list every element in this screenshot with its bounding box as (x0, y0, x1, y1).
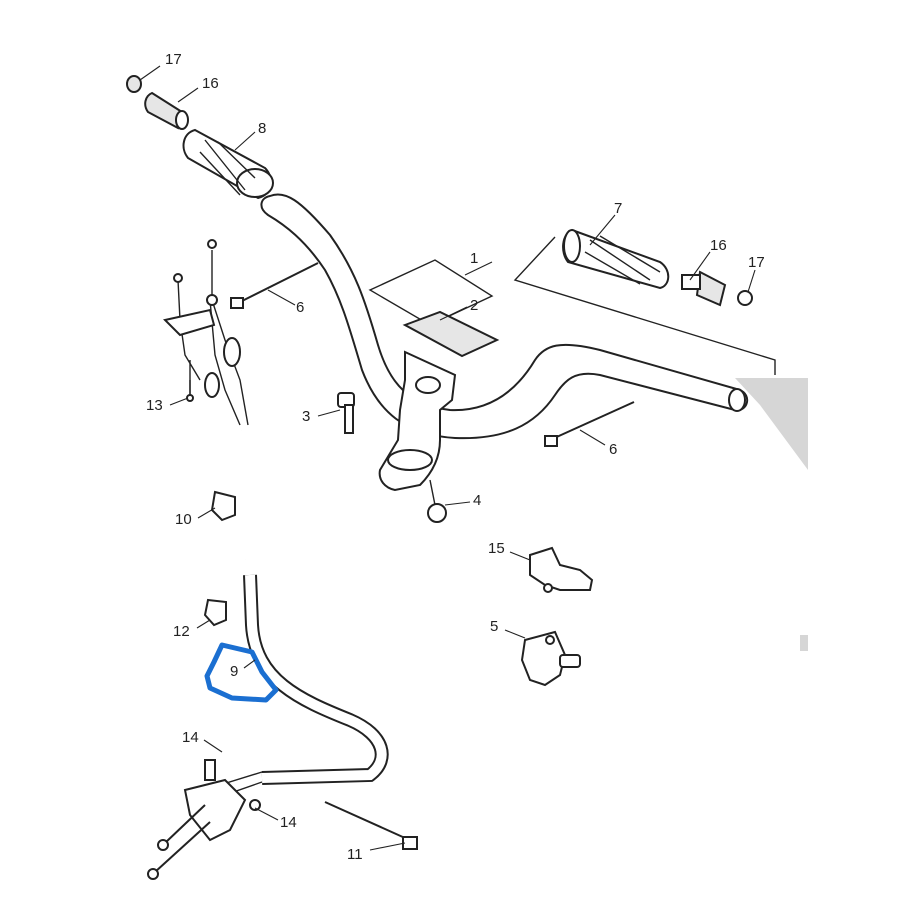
cable-clamp-12 (203, 598, 227, 627)
callout-17-left: 17 (165, 51, 182, 68)
left-end-cap (126, 75, 142, 93)
callout-10: 10 (175, 511, 192, 528)
callout-4: 4 (473, 492, 481, 509)
grey-edge-mark (800, 635, 808, 651)
callout-15: 15 (488, 540, 505, 557)
part-2-plate (402, 310, 500, 358)
callout-6-upper: 6 (296, 299, 304, 316)
cable-tie-lower (324, 801, 418, 850)
left-grip-weight (144, 91, 189, 130)
grey-edge-shape (735, 378, 808, 470)
callout-14-lower: 14 (280, 814, 297, 831)
leader-lines (139, 65, 756, 851)
switch-5 (520, 630, 581, 687)
callout-2: 2 (470, 297, 478, 314)
switch-15 (529, 546, 594, 593)
cable-tie-right (544, 401, 635, 447)
right-grip-outline (513, 236, 776, 375)
right-grip-weight (681, 270, 727, 307)
callout-17-right: 17 (748, 254, 765, 271)
right-end-cap (737, 290, 753, 306)
callout-14-upper: 14 (182, 729, 199, 746)
callout-1: 1 (470, 250, 478, 267)
handlebar (260, 193, 749, 440)
callout-7: 7 (614, 200, 622, 217)
callout-13: 13 (146, 397, 163, 414)
handlebar-holder (378, 350, 457, 492)
callout-9: 9 (230, 663, 238, 680)
cable-clamp-10 (210, 490, 236, 522)
callout-8: 8 (258, 120, 266, 137)
callout-6-right: 6 (609, 441, 617, 458)
cable-tie-upper (230, 262, 319, 309)
callouts: 17 16 8 7 16 17 1 2 3 4 6 6 10 12 13 14 … (146, 51, 765, 863)
holder-nut (427, 479, 447, 523)
callout-11: 11 (347, 846, 363, 863)
callout-12: 12 (173, 623, 190, 640)
callout-16-right: 16 (710, 237, 727, 254)
left-grip (182, 128, 274, 200)
throttle-cable (163, 239, 389, 785)
cable-lower-end (147, 759, 263, 880)
holder-bolt (337, 392, 355, 434)
callout-5: 5 (490, 618, 498, 635)
screw-13 (186, 380, 194, 402)
callout-3: 3 (302, 408, 310, 425)
right-grip (562, 228, 670, 290)
handlebar-holder-outline (368, 259, 494, 326)
callout-16-left: 16 (202, 75, 219, 92)
part-9-highlight (204, 642, 279, 703)
